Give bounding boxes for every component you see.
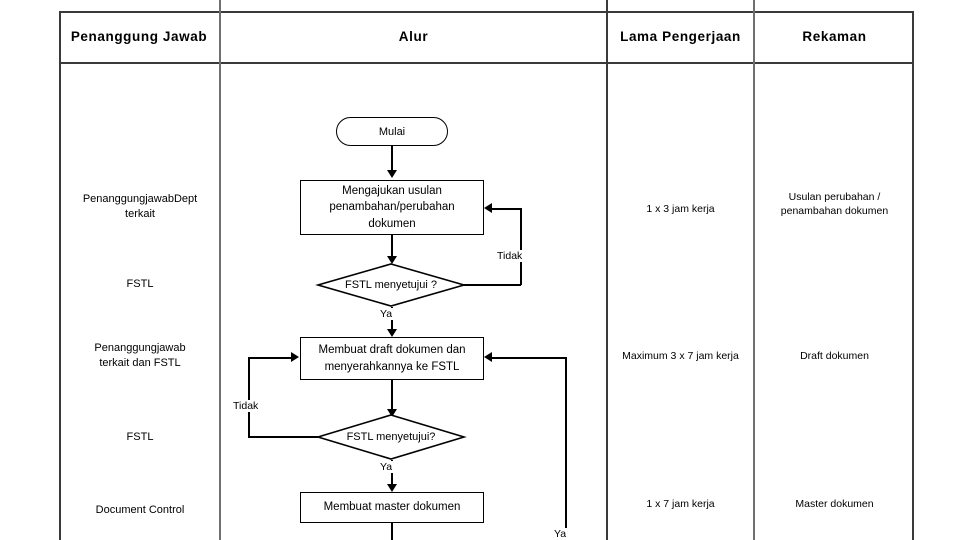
connector-feedback-right-vertical (565, 358, 567, 540)
connector-feedback-into-p2 (492, 357, 567, 359)
column-divider-1 (219, 0, 221, 540)
connector-d1-no-right (463, 284, 521, 286)
decision-2-label: FSTL menyetujui? (346, 431, 436, 443)
header-lama-pengerjaan: Lama Pengerjaan (620, 29, 741, 44)
connector-start-to-p1 (391, 146, 393, 172)
header-separator-rule (59, 62, 914, 64)
column-divider-3 (753, 0, 755, 540)
flow-start-terminator: Mulai (336, 117, 448, 146)
flow-process-membuat-master-dokumen: Membuat master dokumen (300, 492, 484, 523)
arrowhead-d1-yes-to-p2 (387, 329, 397, 337)
responsible-row-2: FSTL (126, 278, 154, 290)
duration-row-1: 1 x 3 jam kerja (646, 203, 715, 215)
record-row-5: Master dokumen (795, 498, 874, 510)
edge-label-tidak-2: Tidak (232, 400, 260, 412)
connector-d1-no-up (520, 208, 522, 285)
connector-p1-to-d1 (391, 235, 393, 260)
arrowhead-p2-to-d2 (387, 409, 397, 417)
connector-d2-no-into-p2 (248, 357, 292, 359)
flow-decision-fstl-menyetujui-2: FSTL menyetujui? (315, 414, 467, 460)
connector-d1-no-into-p1 (492, 208, 521, 210)
record-row-3: Draft dokumen (800, 350, 869, 362)
arrowhead-start-to-p1 (387, 170, 397, 178)
header-rekaman: Rekaman (802, 29, 867, 44)
responsible-row-5: Document Control (95, 504, 185, 516)
header-alur: Alur (398, 29, 429, 44)
connector-p2-to-d2 (391, 380, 393, 412)
connector-p3-down-offscreen (391, 523, 393, 540)
record-row-1: Usulan perubahan /penambahan dokumen (780, 191, 889, 218)
flow-decision-fstl-menyetujui-1: FSTL menyetujui ? (315, 263, 467, 307)
duration-row-3: Maximum 3 x 7 jam kerja (622, 350, 739, 362)
arrowhead-d2-no-into-p2 (291, 352, 299, 362)
arrowhead-feedback-into-p2 (484, 352, 492, 362)
responsible-row-4: FSTL (126, 431, 154, 443)
duration-row-5: 1 x 7 jam kerja (646, 498, 715, 510)
edge-label-tidak-1: Tidak (496, 250, 524, 262)
edge-label-ya-2: Ya (379, 461, 394, 473)
connector-d2-yes-down (391, 460, 393, 487)
header-penanggung-jawab: Penanggung Jawab (70, 29, 208, 44)
edge-label-ya-3: Ya (553, 528, 568, 540)
connector-d2-no-left (248, 436, 318, 438)
decision-1-label: FSTL menyetujui ? (345, 279, 437, 291)
arrowhead-d2-yes-to-p3 (387, 484, 397, 492)
edge-label-ya-1: Ya (379, 308, 394, 320)
column-divider-2 (606, 0, 608, 540)
arrowhead-p1-to-d1 (387, 256, 397, 264)
arrowhead-d1-no-into-p1 (484, 203, 492, 213)
table-frame (59, 11, 914, 540)
connector-d2-no-up (248, 357, 250, 437)
